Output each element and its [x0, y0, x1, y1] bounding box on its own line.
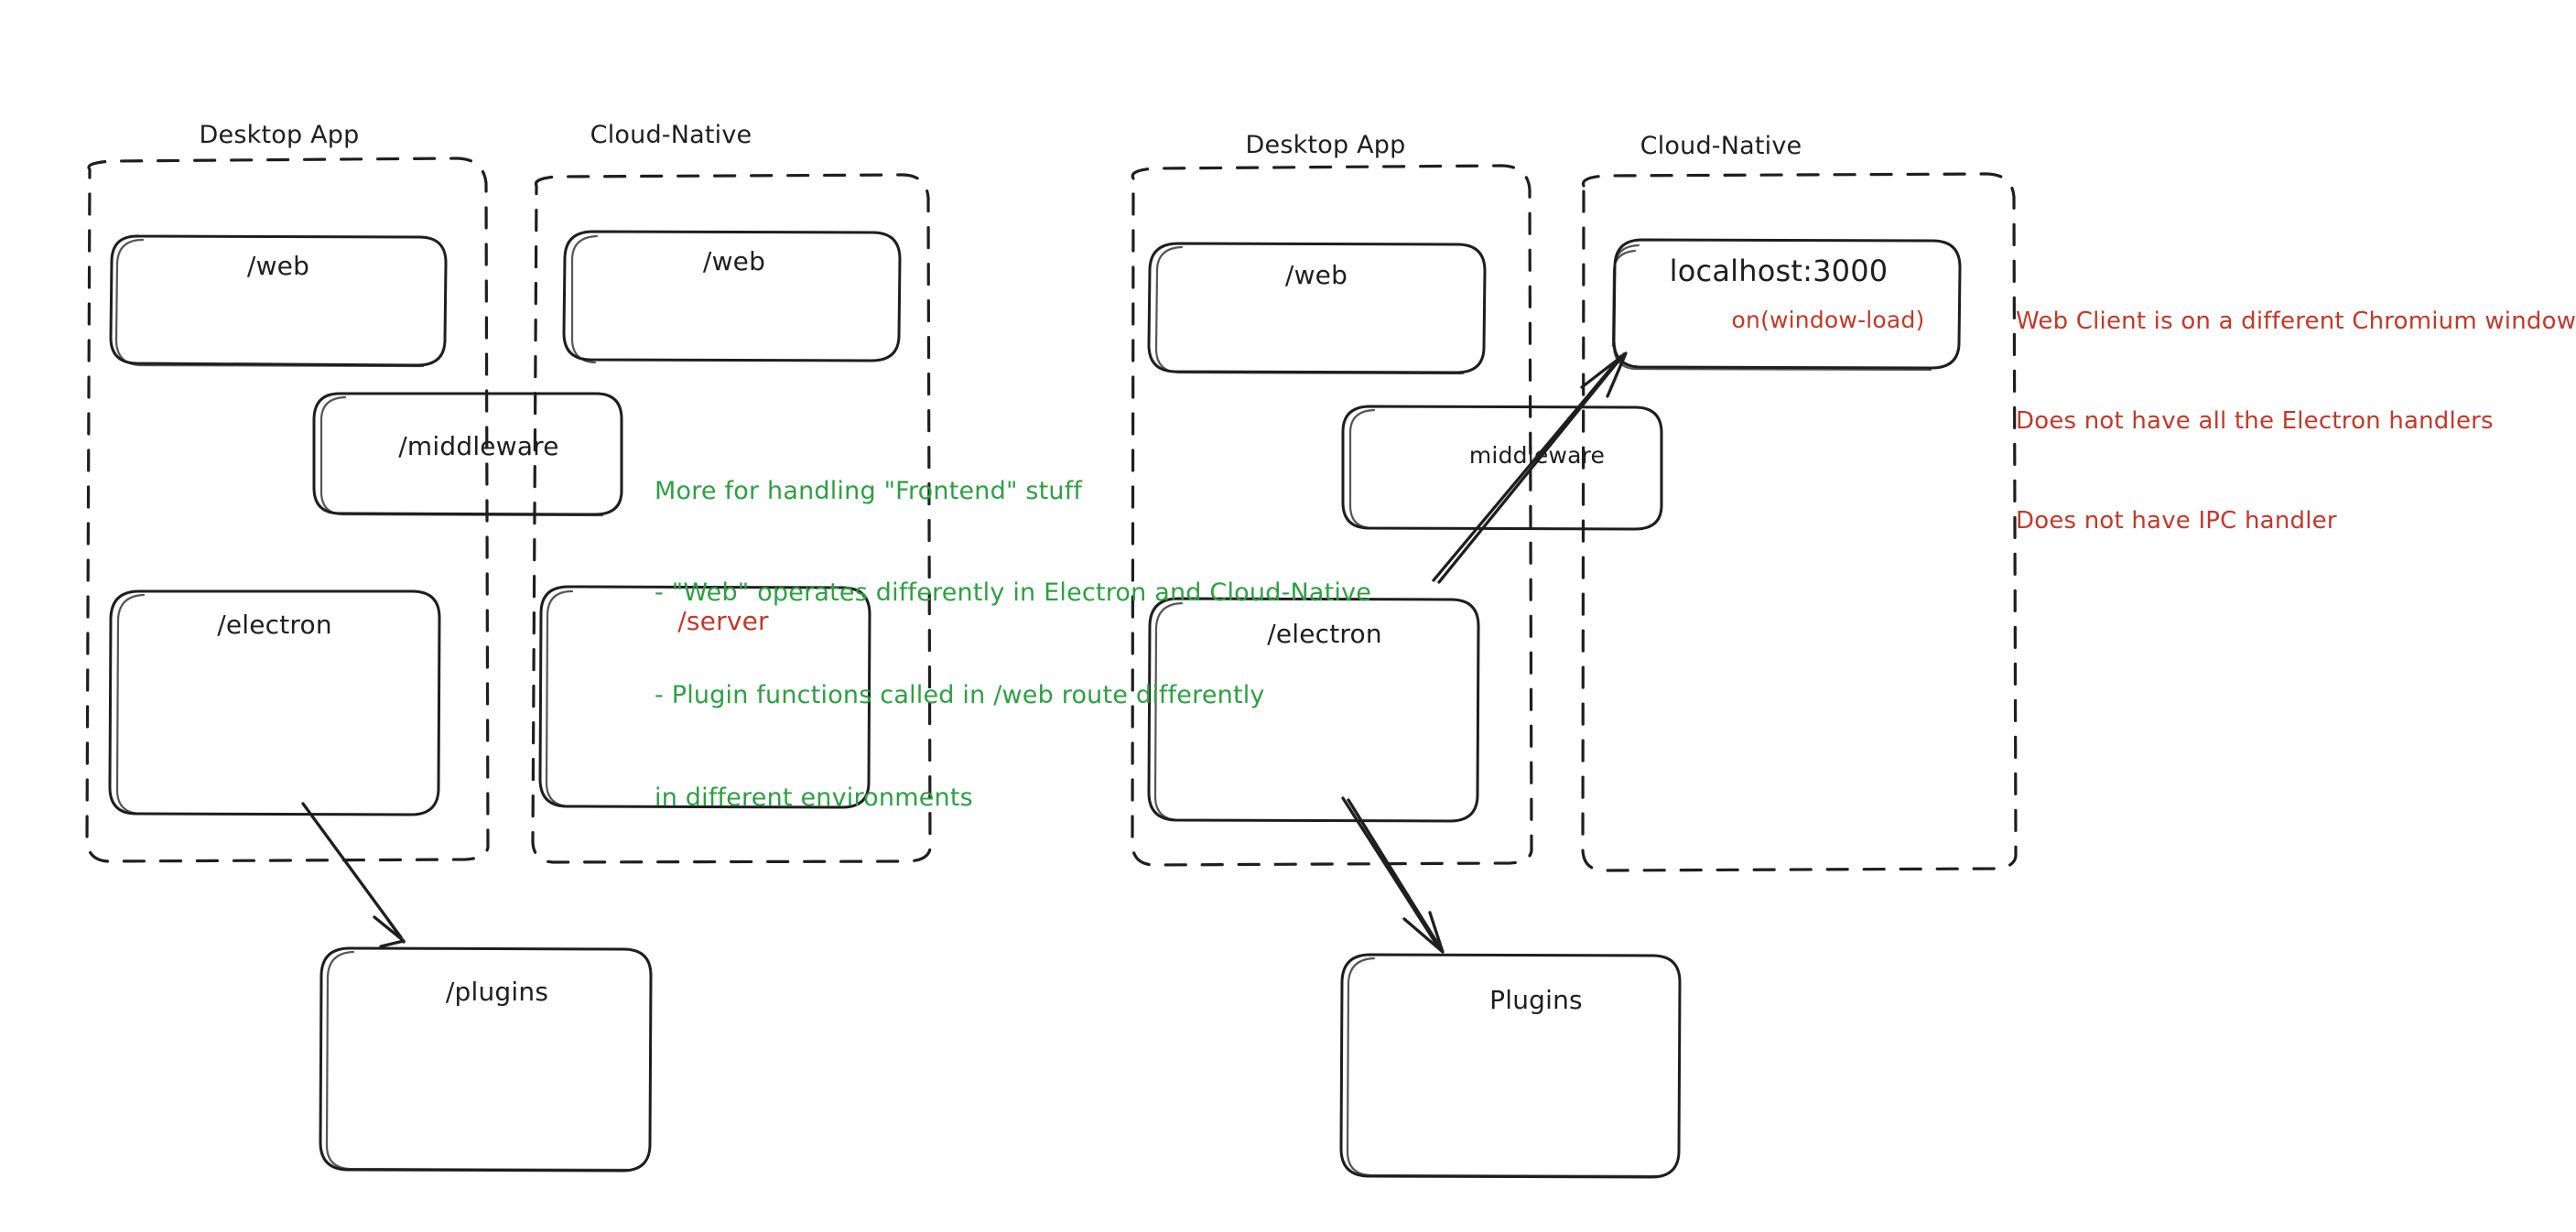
- connector-right-electron-to-plugins: [1341, 796, 1445, 954]
- node-outline-left-plugins: [319, 946, 653, 1173]
- node-label-right-plugins[interactable]: Plugins: [1489, 985, 1583, 1015]
- node-label-left-middleware[interactable]: /middleware: [398, 431, 559, 461]
- note-green-line-2: - "Web" operates differently in Electron…: [655, 578, 1372, 608]
- note-red-annotation: Web Client is on a different Chromium wi…: [2016, 238, 2576, 604]
- node-outline-right-middleware: [1341, 405, 1663, 531]
- node-label-left-electron[interactable]: /electron: [217, 610, 332, 640]
- group-label-right-cloud-native: Cloud-Native: [1640, 132, 1802, 160]
- note-green-line-4: in different environments: [655, 783, 973, 812]
- note-red-line-2: Does not have all the Electron handlers: [2016, 406, 2494, 435]
- group-outline-left-cloud-native: [531, 173, 932, 864]
- node-sublabel-right-localhost-onwindowload: on(window-load): [1731, 307, 1925, 333]
- node-outline-right-desktop-web: [1147, 242, 1487, 375]
- node-outline-left-desktop-web: [109, 234, 448, 368]
- node-outline-left-server: [538, 585, 871, 809]
- node-label-left-server[interactable]: /server: [677, 606, 769, 636]
- node-label-left-cloud-web[interactable]: /web: [702, 246, 766, 276]
- connector-right-electron-to-localhost: [1432, 351, 1628, 584]
- node-outline-left-electron: [108, 589, 441, 816]
- node-outline-left-cloud-web: [562, 230, 902, 364]
- node-label-left-desktop-web[interactable]: /web: [246, 251, 310, 281]
- group-label-left-cloud-native: Cloud-Native: [590, 121, 752, 149]
- group-label-right-desktop-app: Desktop App: [1245, 131, 1406, 159]
- group-outline-right-desktop-app: [1131, 164, 1533, 867]
- note-green-annotation: More for handling "Frontend" stuff - "We…: [655, 405, 1371, 883]
- group-outline-left-desktop-app: [85, 157, 490, 863]
- note-green-line-1: More for handling "Frontend" stuff: [655, 476, 1083, 505]
- node-outline-right-electron: [1147, 597, 1480, 823]
- connector-left-electron-to-plugins: [301, 802, 406, 948]
- note-red-line-3: Does not have IPC handler: [2016, 507, 2337, 535]
- node-outline-right-localhost: [1611, 238, 1962, 372]
- node-label-right-electron[interactable]: /electron: [1267, 619, 1382, 649]
- node-label-right-desktop-web[interactable]: /web: [1284, 260, 1348, 290]
- node-outline-left-middleware: [312, 392, 623, 517]
- group-label-left-desktop-app: Desktop App: [199, 121, 360, 149]
- node-outline-right-plugins: [1339, 953, 1682, 1179]
- note-red-line-1: Web Client is on a different Chromium wi…: [2016, 307, 2576, 335]
- group-outline-right-cloud-native: [1581, 172, 2018, 872]
- note-green-line-3: - Plugin functions called in /web route …: [655, 681, 1265, 709]
- node-label-right-middleware[interactable]: middleware: [1468, 442, 1606, 469]
- node-label-left-plugins[interactable]: /plugins: [445, 977, 549, 1007]
- node-label-right-localhost[interactable]: localhost:3000: [1669, 254, 1889, 288]
